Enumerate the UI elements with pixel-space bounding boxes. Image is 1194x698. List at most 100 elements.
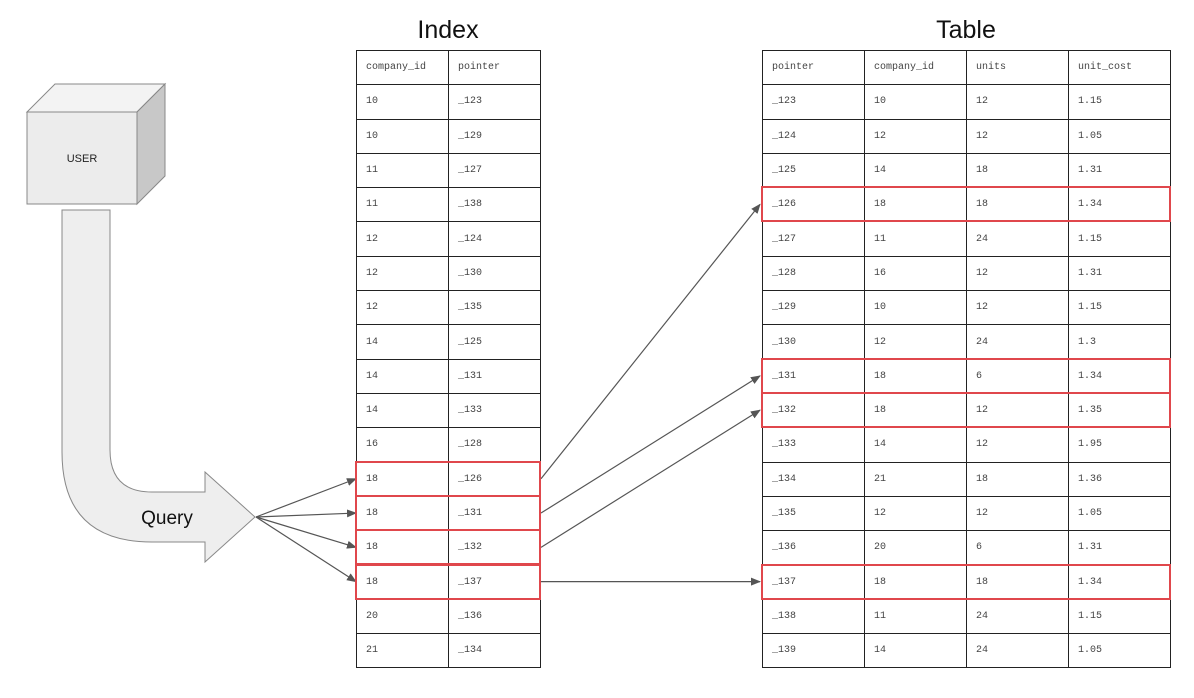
index-cell: _135 (448, 290, 541, 326)
index-cell: _138 (448, 187, 541, 223)
index-row: 14_131 (356, 358, 541, 394)
table-cell: 11 (864, 598, 967, 635)
query-arrow: Query (61, 209, 256, 564)
table-cell: 20 (864, 530, 967, 566)
table-cell: units (966, 49, 1069, 86)
index-row: 18_137 (356, 564, 541, 600)
index-cell: _133 (448, 392, 541, 429)
pointer-link-arrow (540, 203, 761, 480)
index-cell: _123 (448, 84, 541, 120)
index-cell: 18 (356, 495, 449, 532)
table-cell: 11 (864, 221, 967, 257)
index-cell: 12 (356, 255, 449, 292)
table-cell: 14 (864, 152, 967, 189)
index-cell: 18 (356, 530, 449, 566)
index-cell: 12 (356, 221, 449, 257)
query-fan-arrow (255, 478, 357, 518)
table-cell: 18 (966, 461, 1069, 497)
index-cell: _131 (448, 358, 541, 394)
table-cell: _135 (762, 495, 865, 532)
table-cell: 24 (966, 221, 1069, 257)
table-cell: 1.3 (1068, 324, 1171, 360)
table-cell: _127 (762, 221, 865, 257)
table-cell: 16 (864, 255, 967, 292)
index-row: 21_134 (356, 633, 541, 669)
table-cell: 18 (966, 564, 1069, 600)
index-row: 16_128 (356, 427, 541, 463)
table-cell: 18 (864, 392, 967, 429)
table-cell: 1.15 (1068, 221, 1171, 257)
table-cell: 1.31 (1068, 530, 1171, 566)
index-row: 12_135 (356, 290, 541, 326)
index-cell: 14 (356, 324, 449, 360)
table-cell: 18 (966, 152, 1069, 189)
index-cell: _126 (448, 461, 541, 497)
table-cell: 1.34 (1068, 187, 1171, 223)
table-cell: _132 (762, 392, 865, 429)
table-cell: 14 (864, 427, 967, 463)
pointer-link-arrow (540, 409, 761, 548)
table-cell: 24 (966, 633, 1069, 669)
index-cell: 20 (356, 598, 449, 635)
index-cell: pointer (448, 49, 541, 86)
index-cell: 18 (356, 461, 449, 497)
table-cell: _129 (762, 290, 865, 326)
index-cell: _137 (448, 564, 541, 600)
index-row: 18_131 (356, 495, 541, 532)
index-row: 20_136 (356, 598, 541, 635)
index-row: 14_125 (356, 324, 541, 360)
index-cell: 18 (356, 564, 449, 600)
user-label: USER (67, 153, 98, 165)
index-cell: _129 (448, 118, 541, 154)
table-cell: 1.36 (1068, 461, 1171, 497)
table-cell: _130 (762, 324, 865, 360)
table-cell: 12 (966, 84, 1069, 120)
index-cell: _136 (448, 598, 541, 635)
index-cell: _127 (448, 152, 541, 189)
table-cell: _131 (762, 358, 865, 394)
table-cell: 12 (966, 427, 1069, 463)
table-cell: 1.05 (1068, 633, 1171, 669)
index-cell: _124 (448, 221, 541, 257)
index-cell: 10 (356, 84, 449, 120)
table-cell: 10 (864, 290, 967, 326)
table-cell: pointer (762, 49, 865, 86)
table-cell: 12 (864, 495, 967, 532)
index-cell: 16 (356, 427, 449, 463)
table-cell: 24 (966, 598, 1069, 635)
table-cell: 1.31 (1068, 255, 1171, 292)
table-cell: _137 (762, 564, 865, 600)
index-title: Index (417, 16, 479, 44)
table-cell: 12 (966, 290, 1069, 326)
index-cell: _134 (448, 633, 541, 669)
table-cell: 1.35 (1068, 392, 1171, 429)
index-row: 10_129 (356, 118, 541, 154)
table-cell: 12 (966, 392, 1069, 429)
table-cell: 1.15 (1068, 598, 1171, 635)
table-cell: 18 (864, 187, 967, 223)
table-cell: _133 (762, 427, 865, 463)
index-row: 11_138 (356, 187, 541, 223)
table-cell: 18 (864, 564, 967, 600)
table-cell: 21 (864, 461, 967, 497)
table-title: Table (936, 16, 996, 44)
table-cell: _136 (762, 530, 865, 566)
query-fan-arrow (255, 516, 357, 583)
table-cell: 1.05 (1068, 495, 1171, 532)
table-cell: _125 (762, 152, 865, 189)
index-row: 18_126 (356, 461, 541, 497)
table-cell: 24 (966, 324, 1069, 360)
